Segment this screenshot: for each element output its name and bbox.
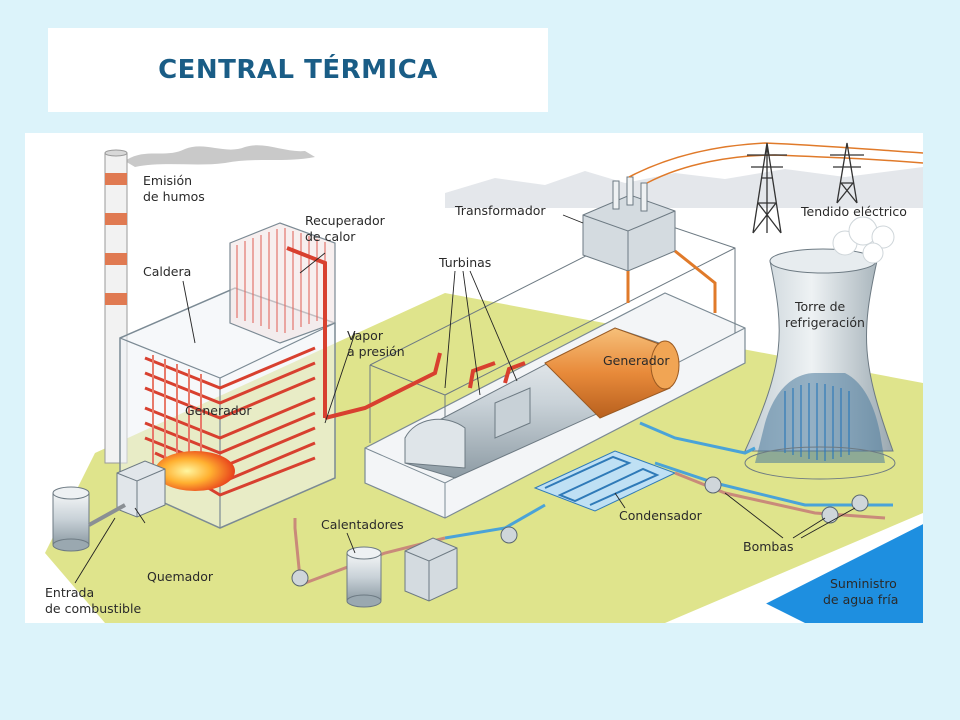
- label-entrada-2: de combustible: [45, 601, 141, 616]
- cooling-water-pipes: [293, 421, 893, 585]
- label-transformador: Transformador: [454, 203, 546, 218]
- label-entrada-1: Entrada: [45, 585, 94, 600]
- fuel-tank: [52, 486, 126, 552]
- label-suministro-2: de agua fría: [823, 592, 898, 607]
- label-vapor-1: Vapor: [347, 328, 384, 343]
- label-torre-1: Torre de: [794, 299, 846, 314]
- label-generador-caldera: Generador: [185, 403, 252, 418]
- heaters: [346, 537, 458, 608]
- label-caldera: Caldera: [143, 264, 191, 279]
- electric-pylons: [747, 142, 864, 234]
- cooling-tower: [744, 216, 896, 480]
- background-hills: [445, 167, 923, 208]
- pumps: [291, 476, 869, 587]
- label-recuperador-1: Recuperador: [305, 213, 386, 228]
- cold-water-pool: [765, 523, 923, 623]
- label-suministro-1: Suministro: [830, 576, 897, 591]
- burner: [116, 460, 166, 518]
- boiler-building: [119, 222, 336, 529]
- burner-flame: [155, 451, 235, 491]
- label-emision-2: de humos: [143, 189, 205, 204]
- label-calentadores: Calentadores: [321, 517, 404, 532]
- label-vapor-2: a presión: [347, 344, 405, 359]
- leader-lines: [74, 214, 856, 584]
- label-generador: Generador: [603, 353, 670, 368]
- page-title: CENTRAL TÉRMICA: [158, 55, 438, 85]
- power-plant-diagram: Emisión de humos Recuperador de calor Ca…: [25, 133, 923, 623]
- label-torre-2: refrigeración: [785, 315, 865, 330]
- label-bombas: Bombas: [743, 539, 794, 554]
- label-emision-1: Emisión: [143, 173, 192, 188]
- label-quemador: Quemador: [147, 569, 214, 584]
- steam-pipes: [286, 246, 526, 420]
- turbine-set: [404, 327, 680, 479]
- label-condensador: Condensador: [619, 508, 703, 523]
- title-box: CENTRAL TÉRMICA: [48, 28, 548, 112]
- label-recuperador-2: de calor: [305, 229, 356, 244]
- transformer: [582, 142, 923, 313]
- label-tendido: Tendido eléctrico: [800, 204, 907, 219]
- label-turbinas: Turbinas: [438, 255, 491, 270]
- smoke-plume: [125, 145, 315, 167]
